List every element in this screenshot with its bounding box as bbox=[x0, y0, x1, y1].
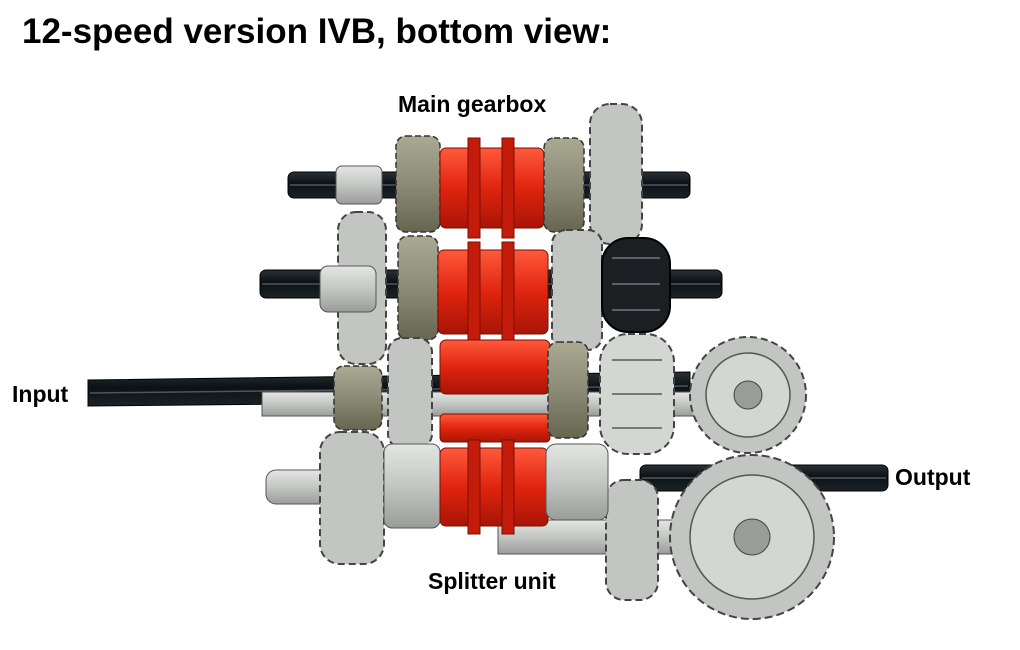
clutch-top bbox=[439, 147, 545, 229]
bush-bottom-right bbox=[545, 443, 609, 521]
clutch-ring-bottom-b bbox=[501, 439, 515, 535]
bush-bottom bbox=[383, 443, 441, 529]
tan-gear-input bbox=[333, 365, 383, 431]
gear-splitter-left bbox=[605, 479, 659, 601]
gear-upper-right-large bbox=[589, 103, 643, 245]
tan-gear-row2-left bbox=[397, 235, 439, 341]
clutch-row3-lower bbox=[439, 413, 551, 443]
tan-gear-top-left bbox=[395, 135, 441, 233]
black-gear-row2 bbox=[601, 237, 671, 333]
tan-gear-row3-right bbox=[547, 341, 589, 439]
gray-gear-row2 bbox=[551, 229, 603, 351]
label-input: Input bbox=[12, 381, 69, 407]
clutch-ring-bottom-a bbox=[467, 439, 481, 535]
clutch-ring-row2-a bbox=[467, 241, 481, 343]
bush-row2-left bbox=[319, 265, 377, 313]
gray-crown-gear-input bbox=[599, 333, 675, 455]
label-output: Output bbox=[895, 464, 971, 490]
gray-gear-input bbox=[387, 337, 433, 449]
clutch-bottom bbox=[439, 447, 549, 527]
clutch-ring-row2-b bbox=[501, 241, 515, 343]
gear-left-bottom bbox=[319, 431, 385, 565]
bush-top-left bbox=[335, 165, 383, 205]
clutch-row3 bbox=[439, 339, 551, 395]
clutch-ring-top-a bbox=[467, 137, 481, 239]
gear-right-large-2 bbox=[669, 454, 835, 620]
label-main-gearbox: Main gearbox bbox=[398, 91, 547, 117]
tan-gear-top-right bbox=[543, 137, 585, 233]
clutch-row2 bbox=[437, 249, 549, 335]
diagram-title: 12-speed version IVB, bottom view: bbox=[22, 12, 612, 51]
clutch-ring-top-b bbox=[501, 137, 515, 239]
label-splitter-unit: Splitter unit bbox=[428, 568, 556, 594]
gear-right-large-1 bbox=[689, 336, 807, 454]
